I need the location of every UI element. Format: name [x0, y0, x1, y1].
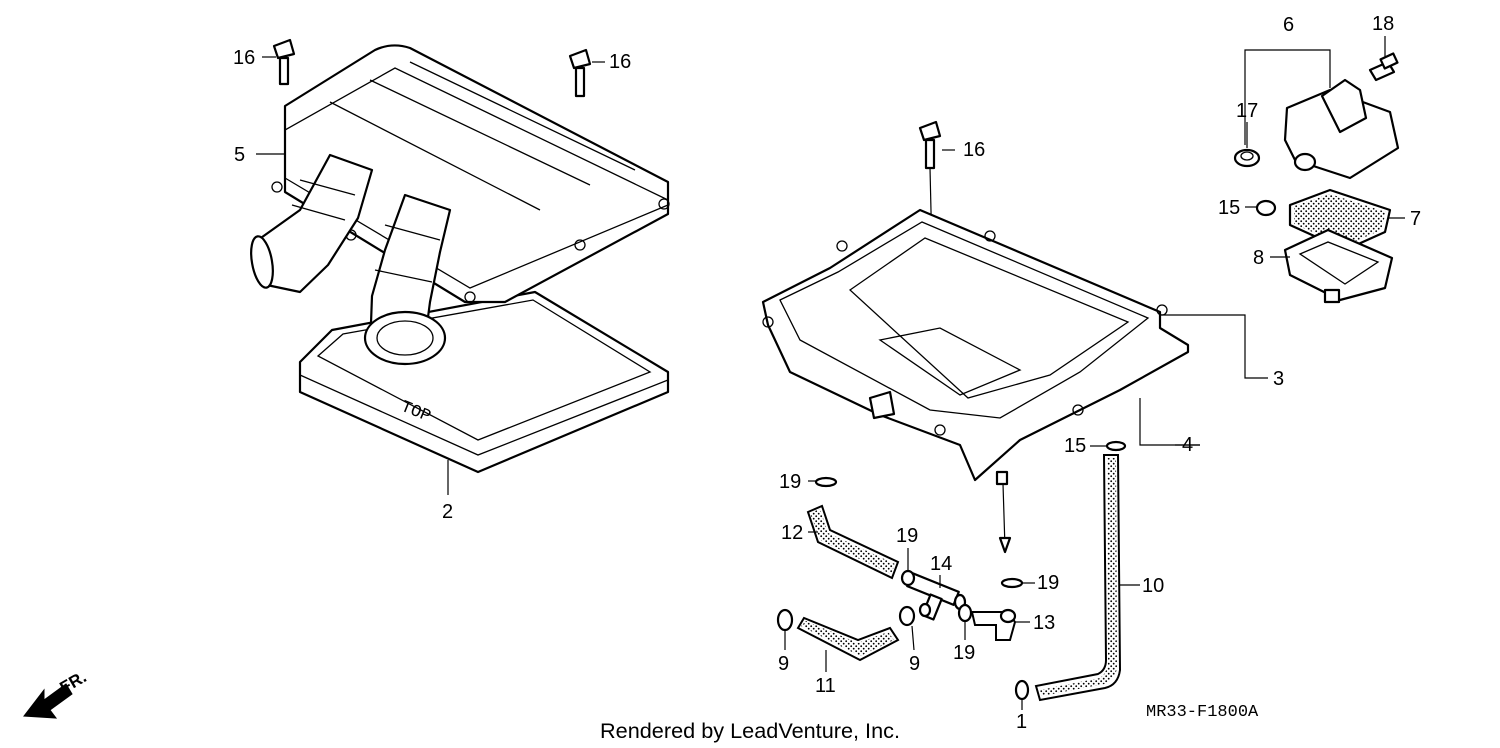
- callout-16: 16: [963, 139, 985, 161]
- t-joint-14: [906, 572, 967, 621]
- callout-11: 11: [815, 675, 836, 697]
- callout-19: 19: [779, 471, 801, 493]
- callout-19: 19: [896, 525, 918, 547]
- callout-10: 10: [1142, 575, 1164, 597]
- callout-15: 15: [1064, 435, 1086, 457]
- callout-6: 6: [1283, 14, 1294, 36]
- callout-5: 5: [234, 144, 245, 166]
- callout-17: 17: [1236, 100, 1258, 122]
- callout-19: 19: [1037, 572, 1059, 594]
- callout-19: 19: [953, 642, 975, 664]
- callout-16: 16: [609, 51, 631, 73]
- screw-18: [1368, 52, 1399, 82]
- leader-lines: [256, 36, 1405, 710]
- drain-plug: [1014, 679, 1030, 701]
- callout-13: 13: [1033, 612, 1055, 634]
- air-cleaner-case: [761, 208, 1190, 554]
- callout-1: 1: [1016, 711, 1027, 733]
- clip-15-lower: [1105, 440, 1127, 452]
- clip-9-left: [776, 608, 794, 632]
- clip-19-top: [814, 476, 838, 488]
- callout-4: 4: [1182, 434, 1193, 456]
- callout-9: 9: [778, 653, 789, 675]
- front-arrow-icon: [23, 683, 73, 719]
- callout-18: 18: [1372, 13, 1394, 35]
- bolt-16-left: [272, 38, 296, 86]
- clip-19-lower: [957, 603, 973, 623]
- clip-19-mid-right: [1000, 577, 1024, 589]
- clip-19-upper-right: [900, 569, 916, 587]
- callout-labels: 16 16 16 5 2 3 4 6 18 17 15 7 8 15 10 19…: [233, 13, 1421, 733]
- render-credit: Rendered by LeadVenture, Inc.: [600, 720, 900, 743]
- tube-13: [970, 608, 1017, 641]
- callout-15: 15: [1218, 197, 1240, 219]
- callout-3: 3: [1273, 368, 1284, 390]
- tube-11: [796, 616, 900, 662]
- callout-2: 2: [442, 501, 453, 523]
- breather-case: [1283, 228, 1394, 304]
- air-filter-element: TOP: [298, 290, 670, 474]
- callout-14: 14: [930, 553, 952, 575]
- drain-tube: [1034, 454, 1122, 702]
- clip-9-right: [898, 605, 916, 627]
- clip-15-upper: [1255, 199, 1277, 217]
- grommet-17: [1233, 148, 1261, 168]
- diagram-code: MR33-F1800A: [1146, 703, 1259, 722]
- tube-12: [806, 504, 900, 580]
- callout-7: 7: [1410, 208, 1421, 230]
- front-direction-indicator: FR.: [23, 667, 90, 719]
- callout-8: 8: [1253, 247, 1264, 269]
- callout-9: 9: [909, 653, 920, 675]
- callout-12: 12: [781, 522, 803, 544]
- bolt-16-mid: [568, 48, 592, 98]
- breather-case-cover: [1283, 78, 1400, 180]
- air-cleaner-cover: [250, 44, 670, 366]
- callout-16: 16: [233, 47, 255, 69]
